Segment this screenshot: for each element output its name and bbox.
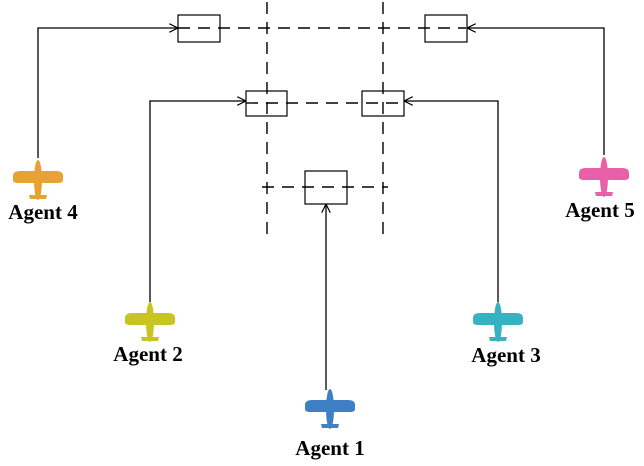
airplane-icon — [473, 302, 523, 342]
agent-label: Agent 1 — [295, 436, 364, 460]
agent-label: Agent 4 — [8, 200, 78, 224]
agent-paths — [37, 28, 605, 390]
airplane-icon — [579, 157, 629, 197]
dashed-grid — [178, 2, 466, 238]
agent-5: Agent 5 — [565, 157, 635, 222]
waypoint-boxes — [177, 14, 468, 205]
path-agent-4 — [37, 28, 177, 158]
airplane-icon — [305, 389, 355, 429]
waypoint-box-middle-left — [245, 90, 288, 117]
agent-label: Agent 5 — [565, 198, 634, 222]
waypoint-box-bottom — [304, 170, 348, 205]
agent-label: Agent 3 — [471, 343, 540, 367]
agent-2: Agent 2 — [113, 302, 183, 366]
airplane-icon — [125, 302, 175, 342]
path-agent-3 — [405, 101, 499, 302]
path-agent-2 — [149, 101, 245, 302]
airplane-icon — [13, 160, 63, 200]
path-agent-5 — [468, 28, 605, 155]
waypoint-box-top-right — [424, 14, 468, 43]
waypoint-box-middle-right — [361, 90, 405, 117]
agent-1: Agent 1 — [295, 389, 365, 460]
agent-4: Agent 4 — [8, 160, 78, 224]
agent-3: Agent 3 — [471, 302, 541, 367]
agent-label: Agent 2 — [113, 342, 182, 366]
waypoint-box-top-left — [177, 14, 221, 43]
